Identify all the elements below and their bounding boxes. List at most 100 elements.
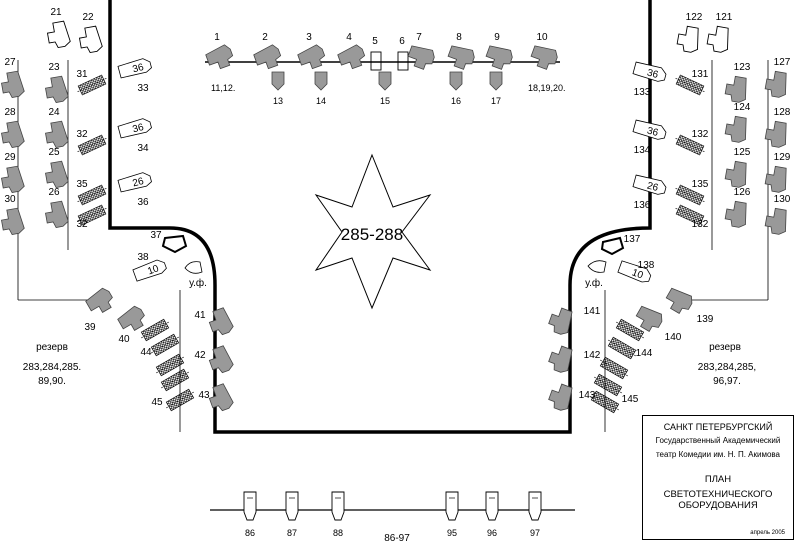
left-column-fixture-22	[78, 25, 103, 54]
top-fixture-2	[253, 44, 282, 70]
right-side-label-139: 139	[697, 314, 714, 325]
left-hatched-label-3: 32	[76, 219, 88, 230]
right-column-label-127: 127	[774, 57, 791, 68]
left-column-fixture-27	[1, 70, 25, 98]
left-side-label-43: 43	[198, 390, 210, 401]
right-hatched-fixture-0	[675, 74, 705, 96]
left-side-label-38: 38	[137, 252, 149, 263]
left-side-label-37: 37	[150, 230, 162, 241]
box-fixture-label: 26	[131, 176, 145, 190]
top-fixture-10	[530, 45, 558, 70]
right-side-fixture-141	[548, 307, 573, 335]
top-fixture-label-2: 2	[262, 32, 268, 43]
right-column-label-128: 128	[774, 107, 791, 118]
bottom-fixture-97	[528, 491, 542, 521]
bottom-range-label: 86-97	[384, 533, 410, 544]
note-18-19-20: 18,19,20.	[528, 83, 566, 93]
right-box-label-133: 133	[634, 87, 651, 98]
left-box-label-34: 34	[137, 143, 149, 154]
top-lower-fixture-16	[449, 71, 463, 91]
left-column-label-22: 22	[82, 12, 94, 23]
left-hatched-fixture-0	[77, 74, 107, 96]
left-side-label-44: 44	[140, 347, 152, 358]
left-column-label-24: 24	[48, 107, 60, 118]
right-side-label-141: 141	[584, 306, 601, 317]
left-side-fixture-41	[208, 307, 234, 336]
title-date: апрель 2005	[750, 530, 785, 536]
top-fixture-label-1: 1	[214, 32, 220, 43]
left-side-hatched-1	[150, 333, 180, 357]
bottom-fixture-label-86: 86	[245, 528, 255, 538]
right-side-hatched-1	[607, 336, 637, 360]
right-column-label-122: 122	[686, 12, 703, 23]
box-fixture-label: 36	[646, 125, 660, 139]
left-hatched-label-0: 31	[76, 69, 88, 80]
left-hatched-fixture-1	[77, 134, 107, 156]
title-org-line2: Государственный Академический	[655, 436, 781, 445]
right-column-label-124: 124	[734, 102, 751, 113]
stage-outline	[108, 0, 652, 434]
bottom-fixture-label-88: 88	[333, 528, 343, 538]
left-column-label-29: 29	[4, 152, 16, 163]
title-org-line1: САНКТ ПЕТЕРБУРГСКИЙ	[663, 422, 773, 432]
top-bracket-5	[370, 51, 382, 71]
top-fixture-label-8: 8	[456, 32, 462, 43]
right-side-label-140: 140	[665, 332, 682, 343]
right-side-fixture-143	[548, 383, 573, 411]
top-lower-label-16: 16	[451, 96, 461, 106]
right-hatched-fixture-3	[675, 204, 705, 226]
box-fixture-label: 36	[131, 62, 145, 76]
left-side-fixture-39	[85, 287, 113, 313]
left-column-fixture-25	[45, 160, 69, 188]
center-star	[314, 153, 432, 310]
top-fixture-label-4: 4	[346, 32, 352, 43]
left-column-label-23: 23	[48, 62, 60, 73]
box-fixture-label: 36	[131, 122, 145, 136]
left-side-hatched-3	[160, 368, 190, 392]
right-side-label-142: 142	[584, 350, 601, 361]
right-column-label-123: 123	[734, 62, 751, 73]
left-side-fixture-40	[117, 305, 145, 331]
left-column-fixture-29	[1, 165, 25, 193]
reserve-right-line1: 283,284,285,	[698, 362, 756, 373]
right-side-fixture-138: 10	[617, 260, 652, 283]
reserve-left-line1: 283,284,285.	[23, 362, 81, 373]
left-uf-fixture	[184, 261, 203, 274]
left-column-fixture-21	[46, 20, 71, 49]
left-hatched-fixture-3	[77, 204, 107, 226]
top-fixture-label-6: 6	[399, 36, 405, 47]
left-side-label-39: 39	[84, 322, 96, 333]
top-lower-fixture-17	[489, 71, 503, 91]
right-box-fixture-136: 26	[632, 174, 667, 195]
right-side-label-137: 137	[624, 234, 641, 245]
left-side-fixture-37	[161, 234, 188, 254]
right-uf-fixture	[587, 260, 607, 273]
top-fixture-4	[337, 44, 366, 70]
right-column-fixture-122	[676, 25, 699, 53]
reserve-left-line2: 89,90.	[38, 376, 66, 387]
left-side-hatched-4	[165, 388, 195, 412]
left-column-label-28: 28	[4, 107, 16, 118]
left-side-hatched-2	[155, 353, 185, 377]
right-hatched-label-1: 132	[692, 129, 709, 140]
right-box-fixture-134: 36	[632, 119, 667, 140]
left-column-label-30: 30	[4, 194, 16, 205]
left-side-label-42: 42	[194, 350, 206, 361]
right-box-label-136: 136	[634, 200, 651, 211]
right-column-label-130: 130	[774, 194, 791, 205]
top-fixture-label-7: 7	[416, 32, 422, 43]
left-column-label-26: 26	[48, 187, 60, 198]
top-lower-fixture-14	[314, 71, 328, 91]
right-side-hatched-3	[593, 373, 623, 397]
right-hatched-fixture-2	[675, 184, 705, 206]
left-side-label-45: 45	[151, 397, 163, 408]
left-side-hatched-0	[140, 318, 170, 342]
box-fixture-label: 10	[630, 267, 645, 281]
top-fixture-7	[407, 45, 435, 70]
